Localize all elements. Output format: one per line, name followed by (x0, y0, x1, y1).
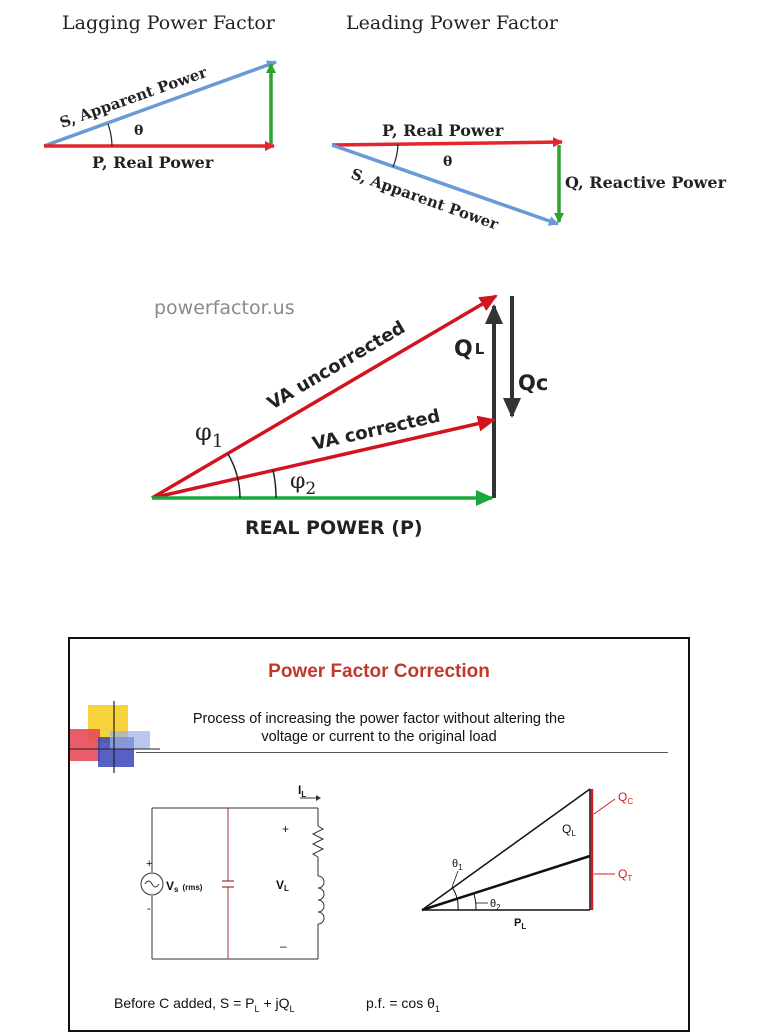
phi2-arc (272, 469, 277, 499)
decorative-squares-logo (70, 701, 160, 773)
formula-pf: p.f. = cos θ1 (366, 995, 440, 1014)
svg-text:PL: PL (514, 917, 526, 931)
formula-before-c: Before C added, S = PL + jQL (114, 995, 295, 1014)
real-power-label: REAL POWER (P) (245, 517, 423, 539)
lagging-p-label: P, Real Power (92, 153, 214, 172)
leading-theta-arc (392, 143, 399, 168)
phi2-label: φ2 (290, 469, 316, 499)
leading-real-arrow (331, 137, 563, 148)
leading-p-label: P, Real Power (382, 121, 504, 140)
slide-subtitle-line2: voltage or current to the original load (261, 729, 497, 745)
svg-text:QC: QC (618, 790, 633, 806)
leading-theta: θ (443, 154, 452, 170)
lagging-title: Lagging Power Factor (62, 12, 275, 34)
va-corrected-arrow (151, 415, 496, 500)
lagging-theta-arc (107, 123, 113, 147)
leading-title: Leading Power Factor (346, 12, 558, 34)
circuit-diagram: IL + + Vs(rms) - VL – (140, 784, 325, 960)
phi1-label: φ1 (195, 418, 223, 452)
slide-subtitle-line1: Process of increasing the power factor w… (192, 711, 566, 727)
svg-text:+: + (282, 822, 289, 836)
svg-text:QL: QL (562, 822, 576, 838)
va-uncorrected-arrow (151, 294, 498, 500)
svg-text:Vs(rms): Vs(rms) (166, 879, 203, 894)
slide-title: Power Factor Correction (268, 661, 490, 682)
leading-s-label: S, Apparent Power (349, 165, 502, 234)
svg-text:+: + (146, 858, 152, 870)
power-triangles-diagram: S, Apparent Power θ P, Real Power P, Rea… (43, 60, 727, 234)
svg-text:VL: VL (276, 878, 289, 893)
leading-apparent-arrow (331, 143, 559, 226)
leading-q-label: Q, Reactive Power (565, 173, 727, 192)
svg-text:–: – (280, 939, 287, 953)
slide-divider (136, 752, 668, 753)
phi1-arc (227, 453, 241, 499)
watermark-text: powerfactor.us (154, 297, 295, 319)
lagging-theta: θ (134, 123, 143, 139)
lagging-apparent-arrow (43, 60, 277, 148)
qc-label: Qc (518, 371, 548, 395)
inductor-icon (317, 875, 325, 925)
pf-correction-slide: Power Factor Correction Process of incre… (68, 637, 690, 1032)
correction-triangle-diagram: QC QL QT θ1 θ2 PL (421, 788, 633, 931)
svg-text:θ2: θ2 (490, 898, 501, 912)
pf-correction-vector-diagram: powerfactor.us φ1 φ2 VA uncorrected VA c… (151, 294, 548, 539)
svg-text:IL: IL (298, 784, 306, 799)
svg-text:-: - (147, 903, 151, 915)
lagging-s-label: S, Apparent Power (57, 63, 210, 132)
va-uncorrected-label: VA uncorrected (264, 317, 409, 414)
resistor-icon (311, 825, 325, 858)
svg-text:θ1: θ1 (452, 858, 463, 872)
ac-source-icon (140, 872, 164, 896)
svg-text:QT: QT (618, 867, 632, 883)
